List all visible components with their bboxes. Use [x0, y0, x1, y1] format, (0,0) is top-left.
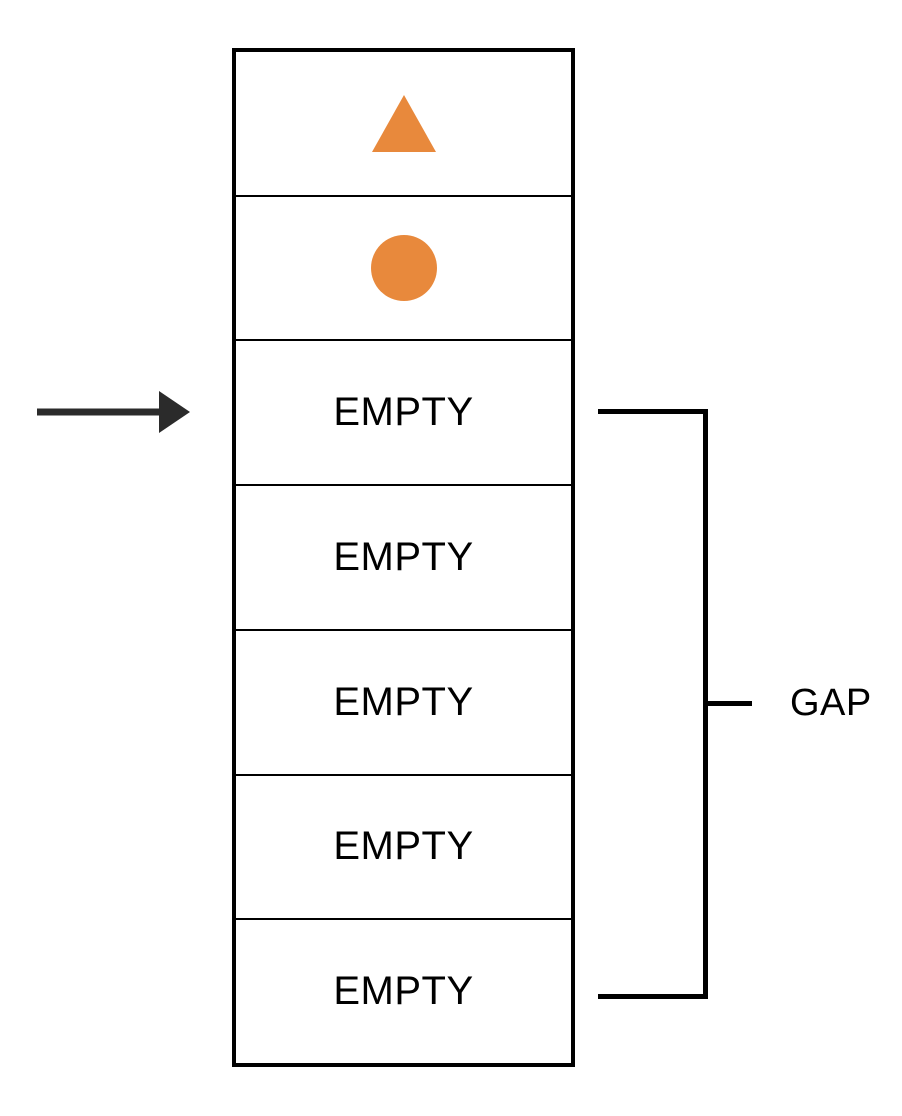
cell-triangle — [236, 52, 571, 195]
bracket-bottom-line — [598, 994, 708, 999]
cell-empty-3: EMPTY — [236, 628, 571, 774]
cell-column: EMPTY EMPTY EMPTY EMPTY EMPTY — [232, 48, 575, 1067]
bracket-top-line — [598, 409, 708, 414]
triangle-icon — [371, 94, 436, 152]
bracket-tick-line — [708, 701, 752, 706]
cell-empty-label: EMPTY — [333, 535, 474, 580]
cell-empty-label: EMPTY — [333, 390, 474, 435]
cell-empty-label: EMPTY — [333, 824, 474, 869]
gap-label: GAP — [790, 682, 872, 724]
circle-icon — [370, 235, 437, 302]
cell-empty-5: EMPTY — [236, 918, 571, 1063]
cell-empty-2: EMPTY — [236, 484, 571, 629]
cell-circle — [236, 194, 571, 340]
pointer-arrow-icon — [37, 391, 190, 433]
bracket-vertical-line — [703, 409, 708, 999]
cell-empty-4: EMPTY — [236, 773, 571, 919]
cell-empty-label: EMPTY — [333, 969, 474, 1014]
cell-empty-label: EMPTY — [333, 679, 474, 724]
cell-empty-1: EMPTY — [236, 339, 571, 484]
